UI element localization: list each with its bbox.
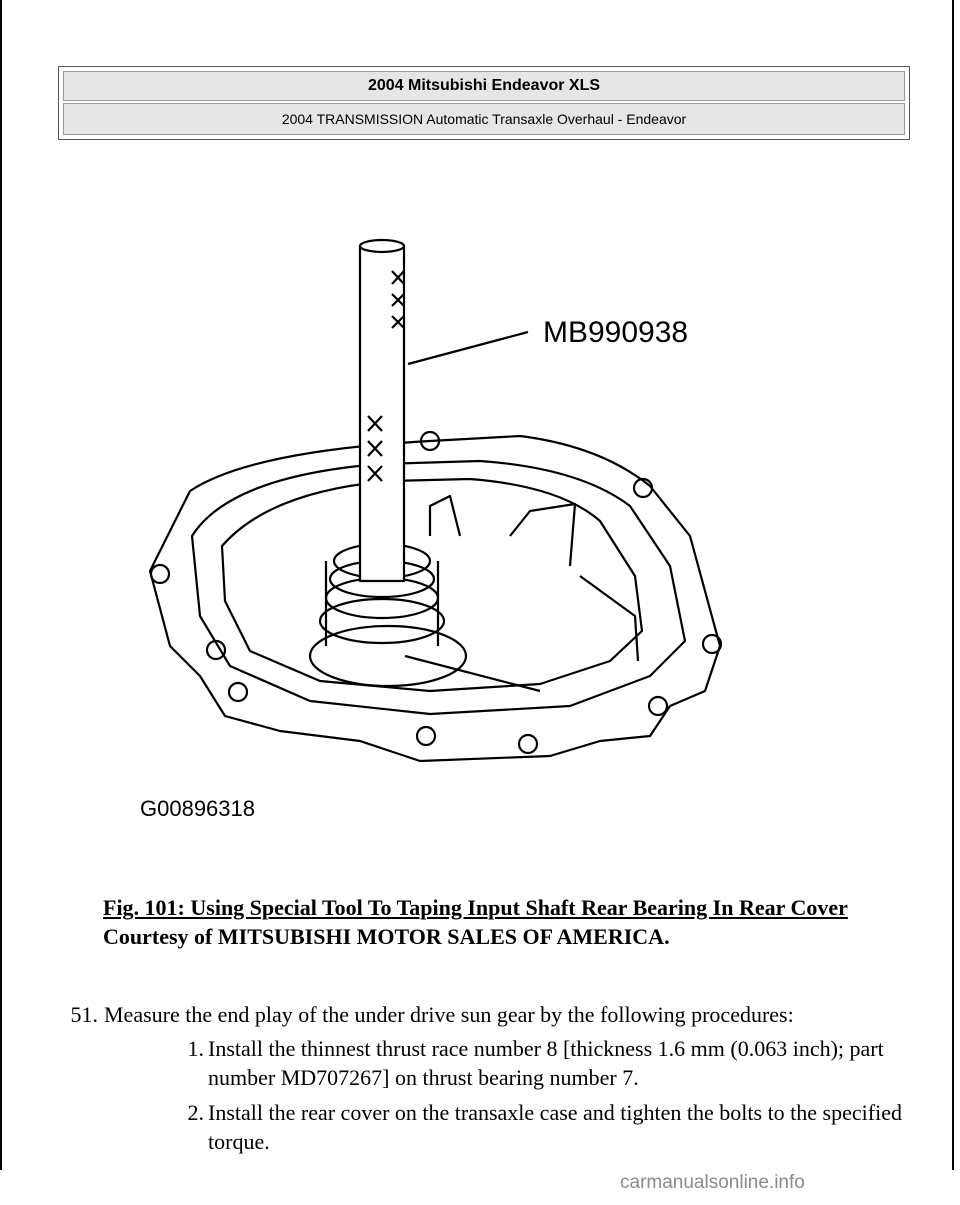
- page-border-left: [0, 0, 2, 1170]
- leader-line: [407, 330, 529, 366]
- step-number: 51.: [70, 1002, 99, 1027]
- hub-ring: [318, 597, 446, 645]
- vehicle-title: 2004 Mitsubishi Endeavor XLS: [63, 71, 905, 101]
- rib: [579, 575, 640, 662]
- figure-courtesy: Courtesy of MITSUBISHI MOTOR SALES OF AM…: [103, 924, 670, 949]
- knurl: [367, 415, 383, 482]
- bolt-hole: [701, 633, 723, 655]
- figure-illustration: MB990938 G00896318: [130, 236, 750, 836]
- substep-number: 2.: [187, 1100, 205, 1125]
- hub-body: [324, 561, 440, 646]
- tool-shaft: [358, 244, 406, 583]
- document-header: 2004 Mitsubishi Endeavor XLS 2004 TRANSM…: [58, 66, 910, 140]
- cover-bore: [220, 477, 644, 693]
- bolt-hole: [419, 430, 441, 452]
- rib: [428, 494, 462, 537]
- figure-caption: Fig. 101: Using Special Tool To Taping I…: [103, 893, 903, 951]
- bolt-hole: [632, 477, 654, 499]
- substep-item: 2. Install the rear cover on the transax…: [104, 1098, 920, 1156]
- step-text: Measure the end play of the under drive …: [104, 1002, 794, 1027]
- knurl: [391, 270, 405, 329]
- bolt-hole: [227, 681, 249, 703]
- procedure-steps: 51. Measure the end play of the under dr…: [40, 1000, 920, 1162]
- page-border-right: [952, 0, 954, 1170]
- tool-shaft-top: [358, 238, 406, 254]
- bolt-hole: [517, 733, 539, 755]
- watermark: carmanualsonline.info: [620, 1172, 805, 1193]
- hub-base: [308, 624, 468, 688]
- tool-number-label: MB990938: [543, 316, 688, 349]
- bolt-hole: [415, 725, 437, 747]
- rear-cover-drawing: MB990938 G00896318: [140, 238, 723, 821]
- image-code-label: G00896318: [140, 796, 255, 821]
- rib: [509, 502, 577, 567]
- substep-number: 1.: [187, 1036, 205, 1061]
- substep-item: 1. Install the thinnest thrust race numb…: [104, 1034, 920, 1092]
- bolt-hole: [149, 563, 171, 585]
- step-item: 51. Measure the end play of the under dr…: [40, 1000, 920, 1156]
- substep-text: Install the rear cover on the transaxle …: [208, 1100, 902, 1154]
- rib: [404, 654, 541, 693]
- substep-text: Install the thinnest thrust race number …: [208, 1036, 884, 1090]
- figure-caption-title[interactable]: Fig. 101: Using Special Tool To Taping I…: [103, 895, 848, 920]
- section-title: 2004 TRANSMISSION Automatic Transaxle Ov…: [63, 103, 905, 135]
- cover-flange: [148, 434, 722, 763]
- cover-inner-rim: [190, 459, 687, 716]
- substep-list: 1. Install the thinnest thrust race numb…: [104, 1034, 920, 1156]
- bolt-hole: [647, 695, 669, 717]
